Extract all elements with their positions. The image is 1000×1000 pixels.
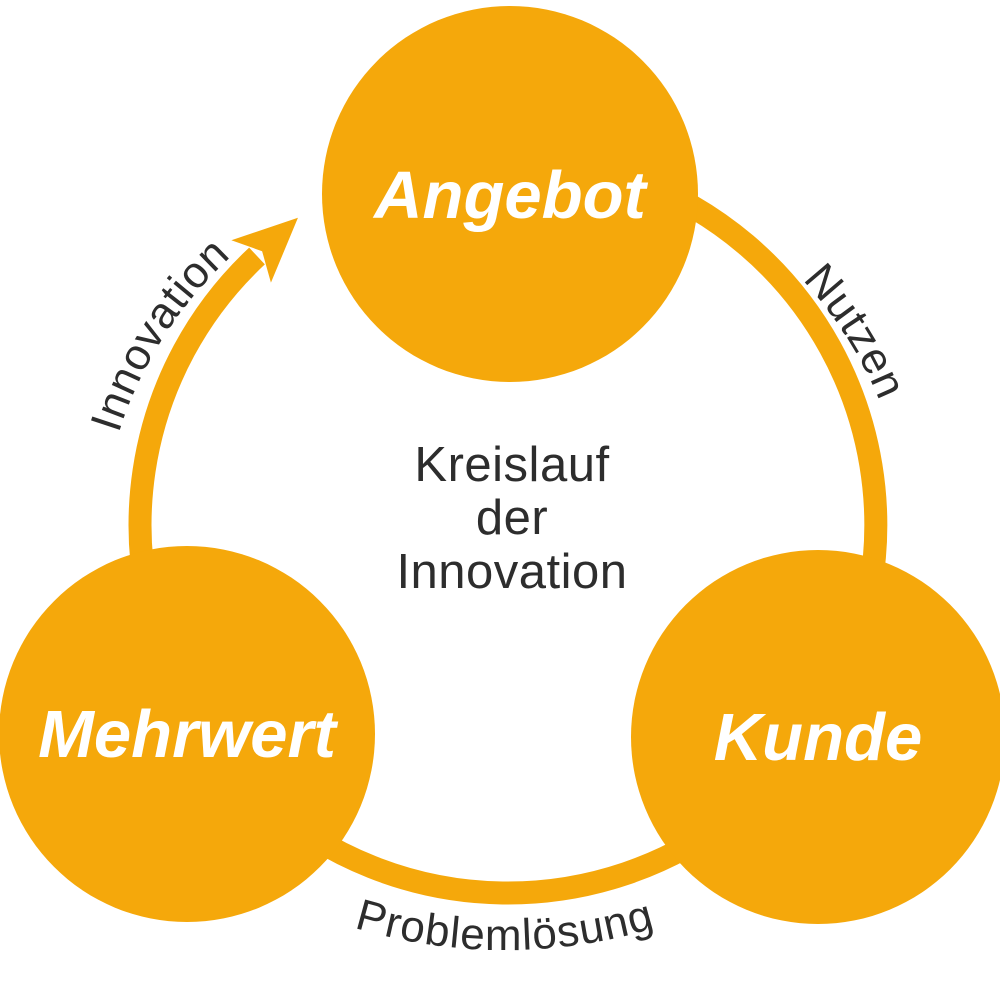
node-kunde-circle (631, 550, 1000, 924)
node-kunde-label: Kunde (714, 700, 922, 775)
node-mehrwert-circle (0, 546, 375, 922)
center-title-line-2: der (476, 491, 548, 545)
center-title-line-3: Innovation (396, 545, 627, 599)
node-angebot-circle (322, 6, 698, 382)
node-angebot-label: Angebot (372, 158, 648, 233)
center-title: Kreislauf der Innovation (396, 438, 627, 599)
center-title-line-1: Kreislauf (414, 438, 609, 492)
node-mehrwert-label: Mehrwert (38, 697, 339, 772)
